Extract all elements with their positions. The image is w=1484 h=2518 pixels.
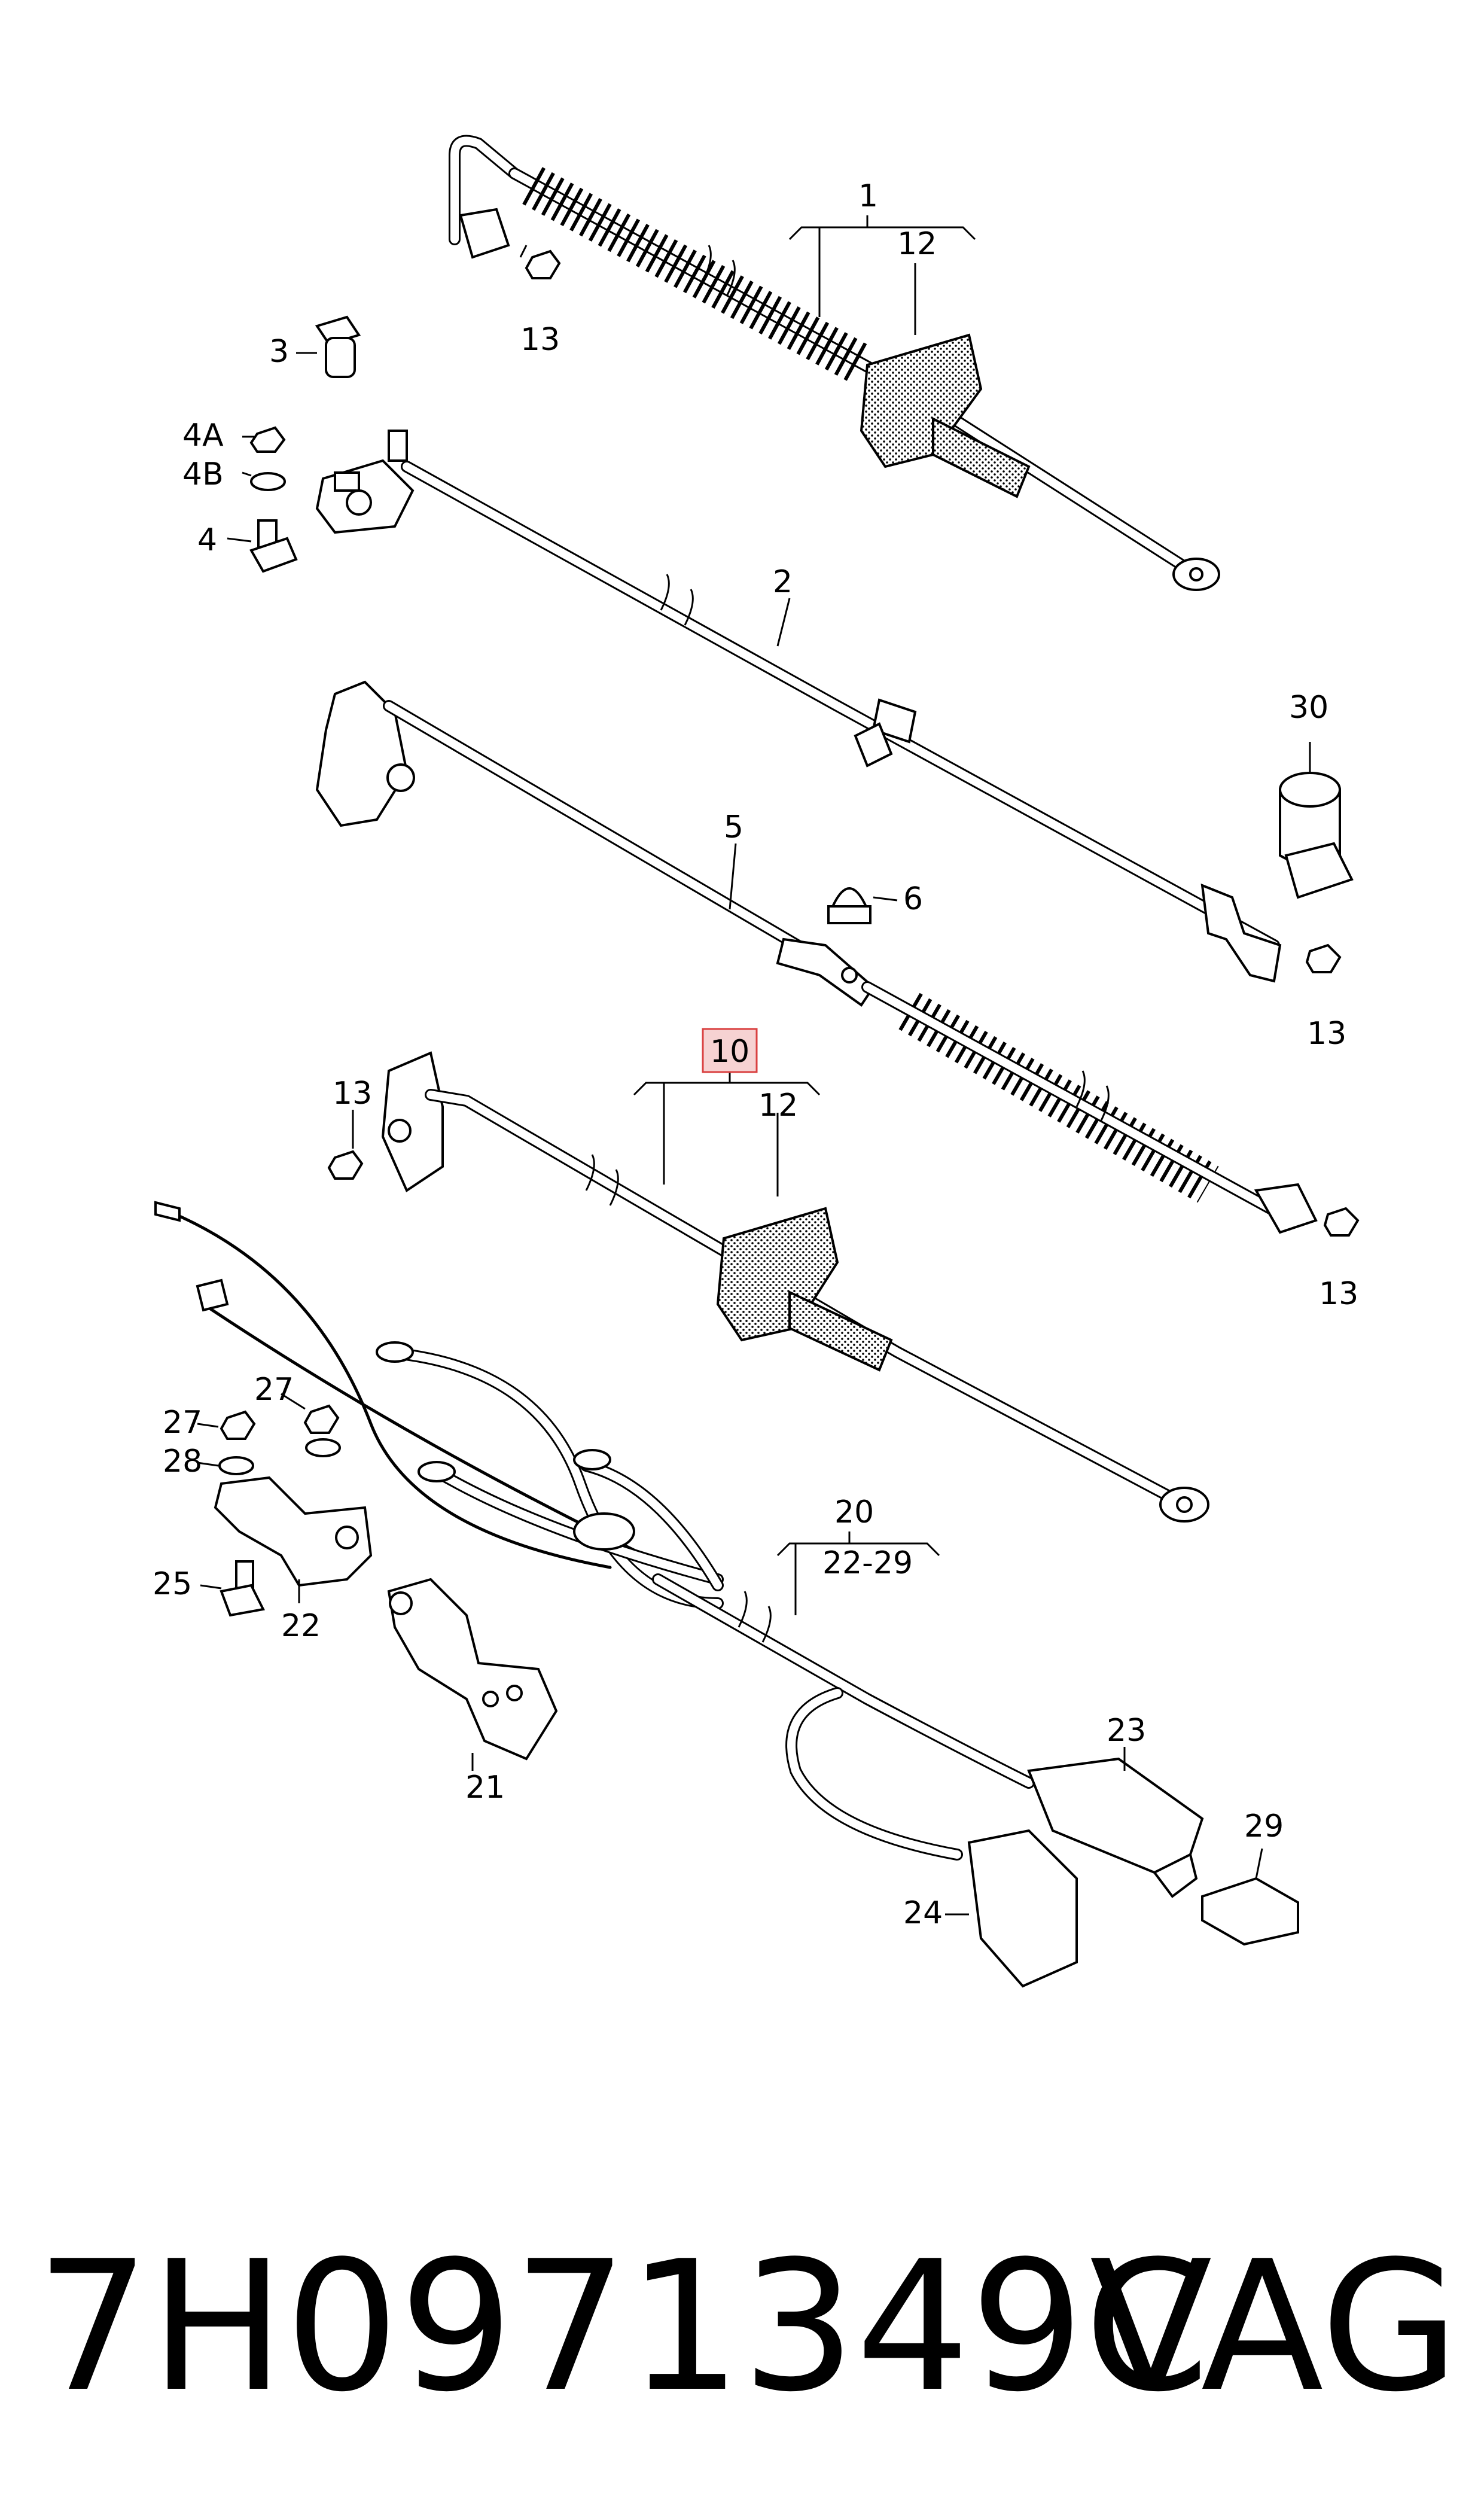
- bolt-3: [315, 315, 361, 378]
- label-13-left: 13: [333, 1076, 372, 1112]
- washer-27-b: [305, 1438, 341, 1457]
- callout-labels: 1 12 13 3 4A 4B 4 2 30 5 6 13 10 13 12 1…: [153, 178, 1358, 1931]
- label-4b: 4B: [182, 456, 224, 492]
- nut-13-top: [525, 249, 561, 279]
- washer-28: [218, 1456, 254, 1475]
- label-28: 28: [163, 1444, 202, 1479]
- label-4: 4: [197, 522, 217, 558]
- connector-24: [967, 1829, 1078, 1988]
- footer: 7H0971349C VAG: [36, 2213, 1459, 2441]
- nut-13-bottom: [1323, 1207, 1360, 1237]
- nut-4a: [249, 426, 286, 453]
- terminal-clamp-22: [214, 1476, 373, 1587]
- label-27: 27: [163, 1405, 202, 1441]
- brand: VAG: [1089, 2222, 1459, 2431]
- label-12-top: 12: [897, 226, 937, 262]
- component-30: [1279, 772, 1354, 899]
- bolt-25: [220, 1560, 265, 1617]
- label-22: 22: [281, 1608, 321, 1644]
- label-20: 20: [834, 1494, 874, 1530]
- leader-lines: [197, 215, 1311, 1916]
- label-10: 10: [710, 1034, 749, 1070]
- label-13-right: 13: [1307, 1016, 1346, 1052]
- label-29: 29: [1244, 1808, 1284, 1844]
- wiring-harness-20: [154, 1201, 1035, 1861]
- label-24: 24: [903, 1895, 943, 1931]
- fuse-29: [1201, 1877, 1299, 1946]
- label-13-top: 13: [520, 322, 560, 358]
- highlight-box-10: [702, 1028, 758, 1073]
- nut-27: [220, 1410, 256, 1440]
- ground-cable-5: [315, 680, 1318, 1234]
- corrugated-sleeve: [522, 167, 871, 383]
- nut-13-left: [327, 1150, 364, 1180]
- label-13-bottom: 13: [1319, 1276, 1358, 1312]
- cap-nut-6: [827, 887, 871, 924]
- battery-cable-2: [401, 461, 1282, 983]
- label-3: 3: [269, 334, 289, 370]
- part-number: 7H0971349C: [36, 2222, 1210, 2431]
- battery-cable-10: [381, 1051, 1209, 1523]
- label-27-b: 27: [254, 1372, 294, 1408]
- label-23: 23: [1107, 1713, 1146, 1749]
- label-30: 30: [1289, 690, 1328, 726]
- bolt-4: [249, 519, 298, 573]
- battery-cable-1: [449, 135, 1220, 591]
- label-2: 2: [773, 564, 793, 600]
- terminal-clamp-4: [315, 430, 415, 534]
- nut-27-b: [303, 1404, 340, 1434]
- connector-23: [1027, 1757, 1204, 1898]
- label-4a: 4A: [182, 418, 224, 453]
- label-22-29: 22-29: [822, 1545, 913, 1581]
- nut-13-right: [1305, 943, 1342, 973]
- label-12-mid: 12: [758, 1088, 798, 1123]
- washer-4b: [250, 472, 286, 491]
- terminal-clamp-21: [387, 1578, 558, 1761]
- label-6: 6: [903, 881, 923, 917]
- label-25: 25: [153, 1566, 192, 1602]
- label-5: 5: [724, 809, 743, 845]
- label-1: 1: [858, 178, 878, 214]
- label-21: 21: [465, 1770, 505, 1805]
